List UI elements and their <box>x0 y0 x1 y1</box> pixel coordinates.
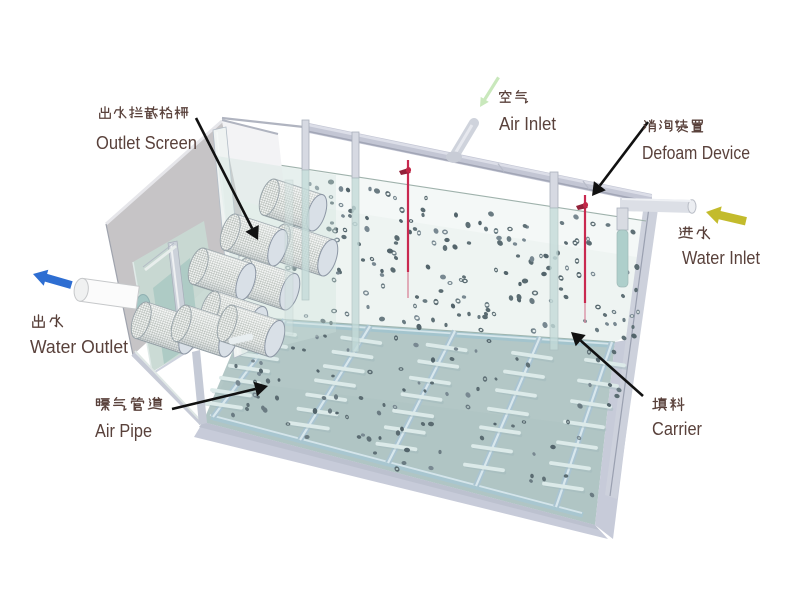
svg-text:Defoam Device: Defoam Device <box>642 143 750 163</box>
svg-text:Water Inlet: Water Inlet <box>682 248 760 268</box>
svg-text:Carrier: Carrier <box>652 419 702 439</box>
svg-text:Air Pipe: Air Pipe <box>95 421 152 441</box>
svg-text:Water Outlet: Water Outlet <box>30 337 128 357</box>
svg-text:Outlet Screen: Outlet Screen <box>96 133 197 153</box>
svg-text:Air Inlet: Air Inlet <box>499 114 556 134</box>
